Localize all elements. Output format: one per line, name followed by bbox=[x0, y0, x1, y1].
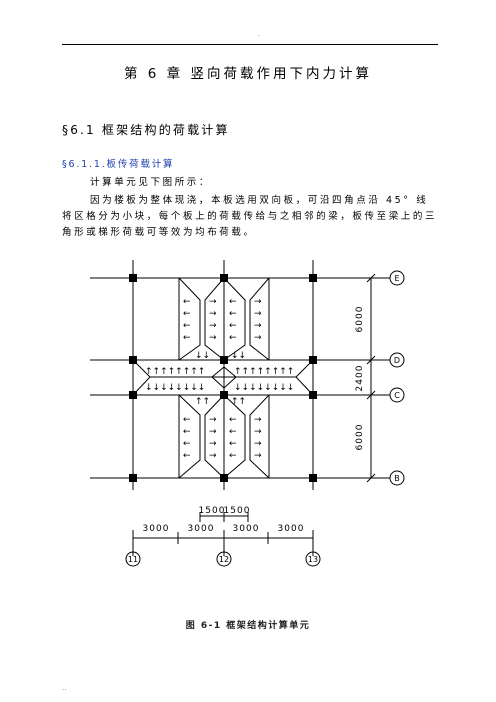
dim-6000-upper: 6000 bbox=[355, 306, 365, 333]
dim-2400: 2400 bbox=[355, 365, 365, 392]
axis-bubble-12 bbox=[216, 551, 232, 567]
dim-3000-2: 3000 bbox=[188, 524, 215, 534]
svg-text:↑↑: ↑↑ bbox=[231, 397, 246, 407]
svg-text:→: → bbox=[254, 309, 262, 319]
svg-text:←: ← bbox=[229, 297, 237, 307]
axis-label-d: D bbox=[394, 356, 400, 365]
svg-text:←: ← bbox=[183, 415, 191, 425]
svg-text:←: ← bbox=[229, 415, 237, 425]
svg-text:→: → bbox=[209, 415, 217, 425]
load-arrows: ←←←← →→→→ ←←←← →→→→ ↓↓↓↓ ↑↑↑↑↑↑↑↑↑↑↑↑↑↑↑… bbox=[145, 297, 294, 461]
paragraph-intro: 计算单元见下图所示： bbox=[90, 177, 212, 188]
footer-mark: .. bbox=[62, 684, 67, 692]
header-rule bbox=[62, 44, 438, 45]
axis-label-13: 13 bbox=[308, 555, 318, 564]
svg-text:→: → bbox=[209, 439, 217, 449]
paragraph-body: 因为楼板为整体现浇，本板选用双向板，可沿四角点沿 45° 线将区格分为小块，每个… bbox=[62, 195, 438, 238]
svg-text:←: ← bbox=[183, 297, 191, 307]
svg-text:←: ← bbox=[183, 439, 191, 449]
axis-bubble-11 bbox=[125, 551, 141, 567]
figure-caption: 图 6-1 框架结构计算单元 bbox=[185, 621, 311, 631]
svg-text:←: ← bbox=[229, 309, 237, 319]
dim-1500-right: 1500 bbox=[224, 506, 251, 516]
dim-3000-3: 3000 bbox=[233, 524, 260, 534]
svg-text:↑↑↑↑↑↑↑↑: ↑↑↑↑↑↑↑↑ bbox=[234, 367, 294, 377]
svg-text:→: → bbox=[254, 415, 262, 425]
axis-label-c: C bbox=[394, 391, 400, 400]
axis-label-12: 12 bbox=[219, 555, 229, 564]
svg-text:→: → bbox=[209, 309, 217, 319]
dim-3000-1: 3000 bbox=[143, 524, 170, 534]
dim-1500-left: 1500 bbox=[199, 506, 226, 516]
svg-text:←: ← bbox=[183, 427, 191, 437]
svg-text:→: → bbox=[209, 321, 217, 331]
axis-label-b: B bbox=[394, 474, 400, 483]
svg-text:→: → bbox=[254, 297, 262, 307]
chapter-title: 第 6 章 竖向荷载作用下内力计算 bbox=[124, 66, 372, 82]
columns bbox=[129, 274, 317, 482]
svg-text:→: → bbox=[209, 427, 217, 437]
svg-text:→: → bbox=[209, 333, 217, 343]
subsection-title: §6.1.1.板传荷载计算 bbox=[62, 159, 175, 170]
svg-text:→: → bbox=[209, 451, 217, 461]
svg-text:←: ← bbox=[229, 333, 237, 343]
svg-text:→: → bbox=[254, 333, 262, 343]
axis-label-11: 11 bbox=[128, 555, 138, 564]
svg-text:←: ← bbox=[229, 439, 237, 449]
svg-text:→: → bbox=[254, 439, 262, 449]
section-title: §6.1 框架结构的荷载计算 bbox=[62, 123, 230, 137]
svg-text:→: → bbox=[254, 321, 262, 331]
svg-text:↑↑: ↑↑ bbox=[195, 397, 210, 407]
axis-label-e: E bbox=[394, 274, 399, 283]
dim-6000-lower: 6000 bbox=[355, 424, 365, 451]
svg-text:↓↓↓↓↓↓↓↓: ↓↓↓↓↓↓↓↓ bbox=[234, 383, 294, 393]
svg-text:←: ← bbox=[229, 321, 237, 331]
svg-text:←: ← bbox=[183, 309, 191, 319]
header-mark: . bbox=[258, 30, 261, 38]
dim-3000-4: 3000 bbox=[278, 524, 305, 534]
svg-text:↑↑↑↑↑↑↑↑: ↑↑↑↑↑↑↑↑ bbox=[145, 367, 205, 377]
svg-text:←: ← bbox=[229, 427, 237, 437]
svg-text:↓↓↓↓↓↓↓↓: ↓↓↓↓↓↓↓↓ bbox=[145, 383, 205, 393]
axis-bubble-13 bbox=[305, 551, 321, 567]
svg-text:→: → bbox=[254, 451, 262, 461]
svg-text:←: ← bbox=[229, 451, 237, 461]
svg-text:↓↓: ↓↓ bbox=[231, 351, 246, 361]
svg-text:←: ← bbox=[183, 451, 191, 461]
svg-text:→: → bbox=[209, 297, 217, 307]
svg-text:←: ← bbox=[183, 333, 191, 343]
svg-text:→: → bbox=[254, 427, 262, 437]
svg-text:←: ← bbox=[183, 321, 191, 331]
svg-text:↓↓: ↓↓ bbox=[195, 351, 210, 361]
